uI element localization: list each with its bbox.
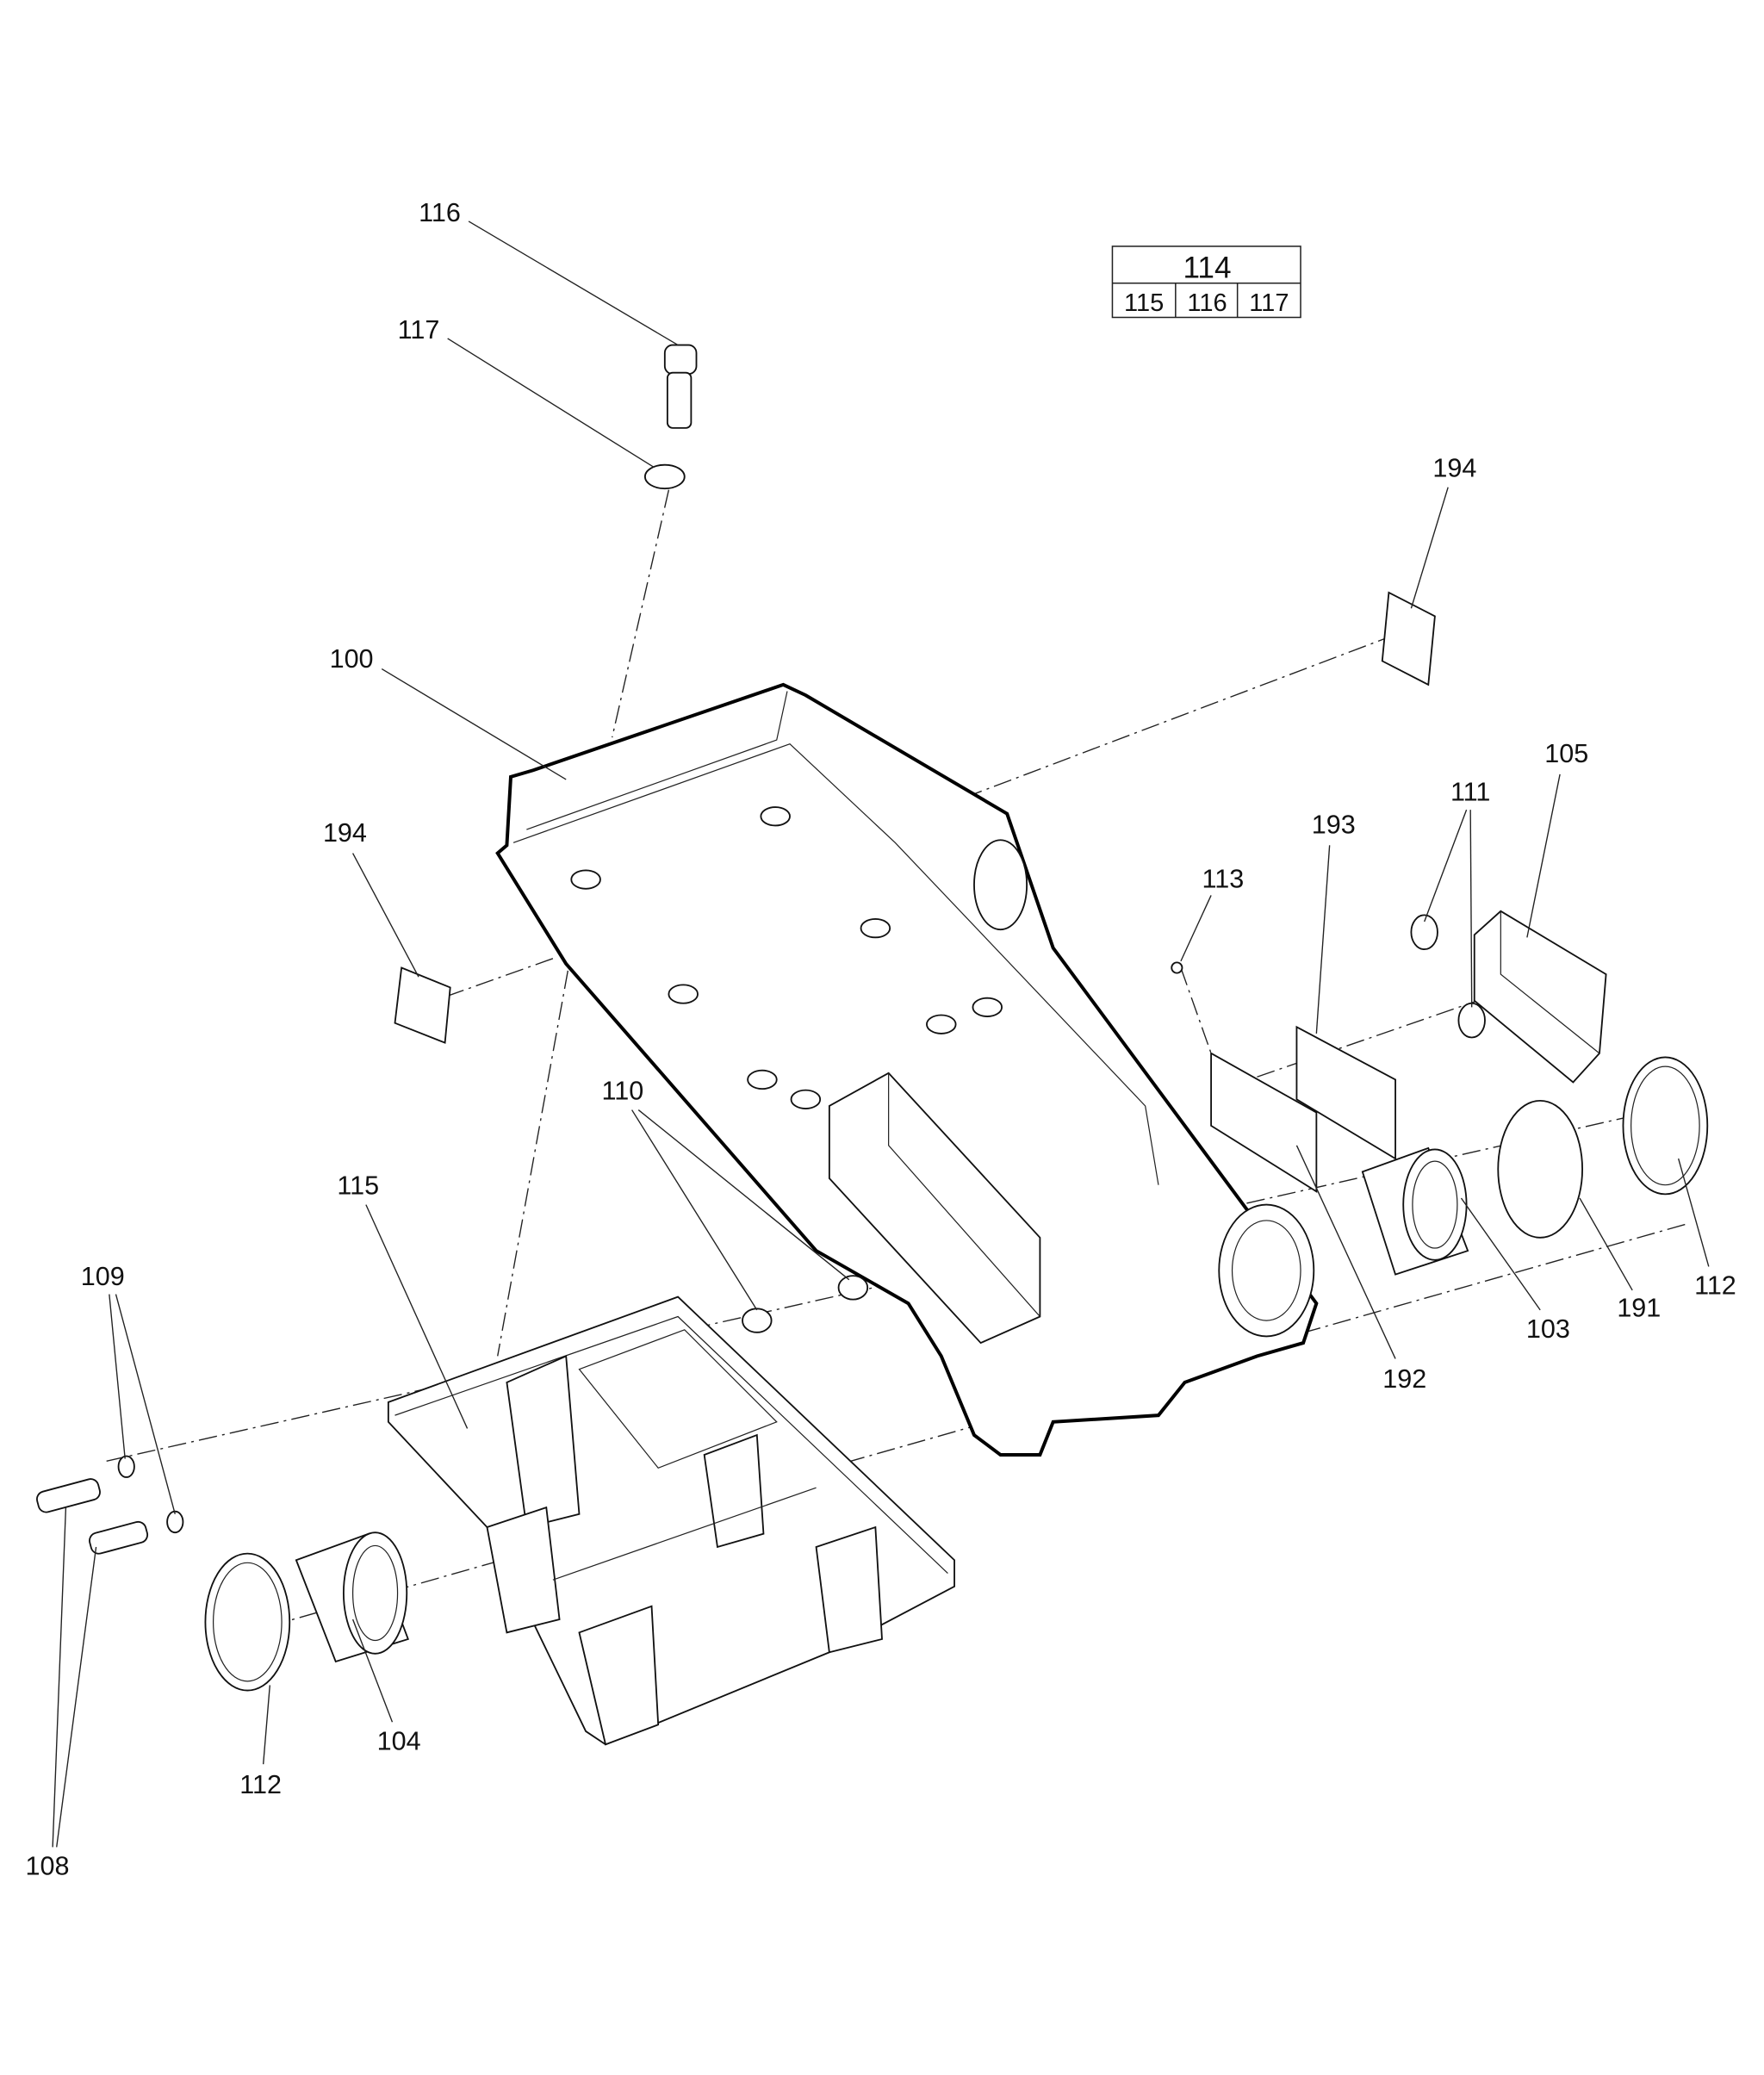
part-109-washer bbox=[117, 1455, 135, 1478]
callout-105: 105 bbox=[1544, 739, 1588, 768]
callout-112: 112 bbox=[1694, 1271, 1736, 1301]
part-194-label-plate bbox=[1381, 591, 1436, 686]
table-cell: 116 bbox=[1187, 289, 1227, 317]
callout-104: 104 bbox=[377, 1726, 421, 1755]
table-cell: 117 bbox=[1249, 289, 1289, 317]
callout-100: 100 bbox=[330, 644, 374, 674]
callout-112: 112 bbox=[239, 1770, 282, 1799]
callout-labels: 116 117 194 100 194 105 111 193 113 110 … bbox=[26, 198, 1736, 1881]
part-111-spacer bbox=[1457, 1002, 1486, 1039]
leader-lines bbox=[52, 221, 1710, 1848]
part-116-bolt bbox=[663, 344, 698, 429]
part-115-base-plate bbox=[387, 1295, 955, 1746]
callout-110: 110 bbox=[602, 1076, 644, 1105]
callout-192: 192 bbox=[1382, 1364, 1426, 1394]
table-header: 114 bbox=[1183, 252, 1231, 285]
part-103-bushing bbox=[1361, 1146, 1469, 1276]
part-117-washer bbox=[643, 463, 686, 490]
part-105-block bbox=[1473, 910, 1607, 1084]
part-109-washer bbox=[166, 1510, 184, 1534]
callout-116: 116 bbox=[419, 198, 461, 227]
part-110-pin bbox=[837, 1275, 869, 1301]
callout-191: 191 bbox=[1617, 1294, 1661, 1323]
part-100-arm-body bbox=[495, 682, 1319, 1457]
callout-111: 111 bbox=[1450, 777, 1490, 806]
part-193-shim bbox=[1295, 1025, 1396, 1160]
part-110-pin bbox=[742, 1308, 773, 1333]
part-108-bolt bbox=[36, 1478, 149, 1555]
callout-115: 115 bbox=[337, 1171, 379, 1200]
callout-194: 194 bbox=[323, 818, 367, 848]
part-192-shim bbox=[1210, 1052, 1318, 1193]
callout-117: 117 bbox=[398, 315, 440, 345]
part-113-pin bbox=[1171, 961, 1183, 974]
table-cell: 115 bbox=[1124, 289, 1164, 317]
part-111-spacer bbox=[1410, 914, 1438, 951]
callout-113: 113 bbox=[1202, 864, 1244, 893]
callout-194: 194 bbox=[1432, 453, 1476, 482]
part-112-seal bbox=[204, 1552, 291, 1692]
callout-193: 193 bbox=[1312, 811, 1356, 840]
part-112-seal bbox=[1622, 1056, 1709, 1196]
callout-103: 103 bbox=[1526, 1314, 1570, 1344]
part-191-ring bbox=[1497, 1099, 1584, 1239]
part-104-bushing bbox=[295, 1531, 409, 1663]
part-194-label-plate bbox=[394, 966, 451, 1044]
reference-table: 114 115 116 117 bbox=[1111, 245, 1301, 319]
bolt-holes bbox=[570, 806, 1003, 1109]
callout-109: 109 bbox=[81, 1262, 125, 1291]
callout-108: 108 bbox=[26, 1852, 70, 1881]
